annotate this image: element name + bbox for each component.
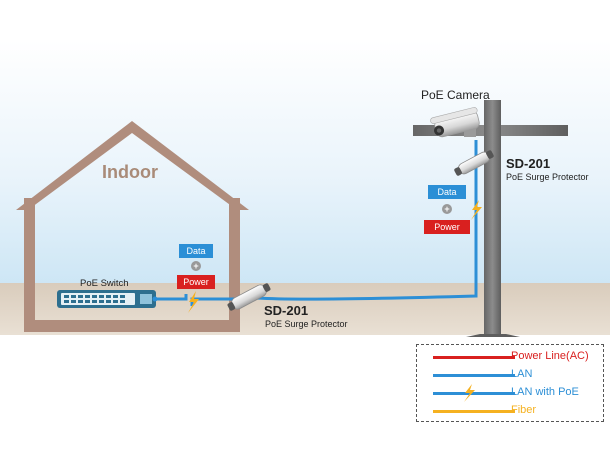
poe-camera[interactable] (430, 107, 482, 139)
surge-protector-ground-desc: PoE Surge Protector (265, 319, 348, 329)
legend-label: LAN (511, 368, 533, 380)
surge-protector-ground-model: SD-201 (264, 303, 309, 318)
house (16, 121, 249, 332)
plus-icon: + (442, 204, 452, 214)
poe-switch[interactable] (57, 290, 158, 308)
plus-icon: + (191, 261, 201, 271)
poe-camera-label: PoE Camera (421, 88, 490, 102)
poe-bolt-icon (464, 384, 475, 402)
lan-poe-swatch (433, 392, 515, 395)
poe-bolt-icon (188, 291, 199, 313)
sky-background (0, 40, 610, 285)
power-box-indoor: Power (177, 275, 215, 289)
data-box-outdoor: Data (428, 185, 466, 199)
data-box-indoor: Data (179, 244, 213, 258)
poe-switch-label: PoE Switch (80, 278, 129, 289)
power-line-swatch (433, 356, 515, 359)
legend-label: Power Line(AC) (511, 350, 589, 362)
surge-protector-ground[interactable] (226, 281, 272, 313)
fiber-swatch (433, 410, 515, 413)
poe-bolt-icon (471, 200, 482, 220)
surge-protector-pole[interactable] (453, 148, 495, 177)
legend-label: Fiber (511, 404, 537, 416)
legend-item-power-line: Power Line(AC) (417, 349, 603, 365)
surge-protector-pole-desc: PoE Surge Protector (506, 172, 589, 182)
house-label: Indoor (102, 162, 158, 182)
legend-label: LAN with PoE (511, 386, 579, 398)
power-box-outdoor: Power (424, 220, 470, 234)
legend-item-lan-poe: LAN with PoE (417, 384, 603, 402)
legend-item-fiber: Fiber (417, 403, 603, 419)
lan-swatch (433, 374, 515, 377)
surge-protector-pole-model: SD-201 (506, 156, 551, 171)
legend-item-lan: LAN (417, 367, 603, 383)
legend: Power Line(AC) LAN LAN with PoE Fiber (416, 344, 604, 422)
